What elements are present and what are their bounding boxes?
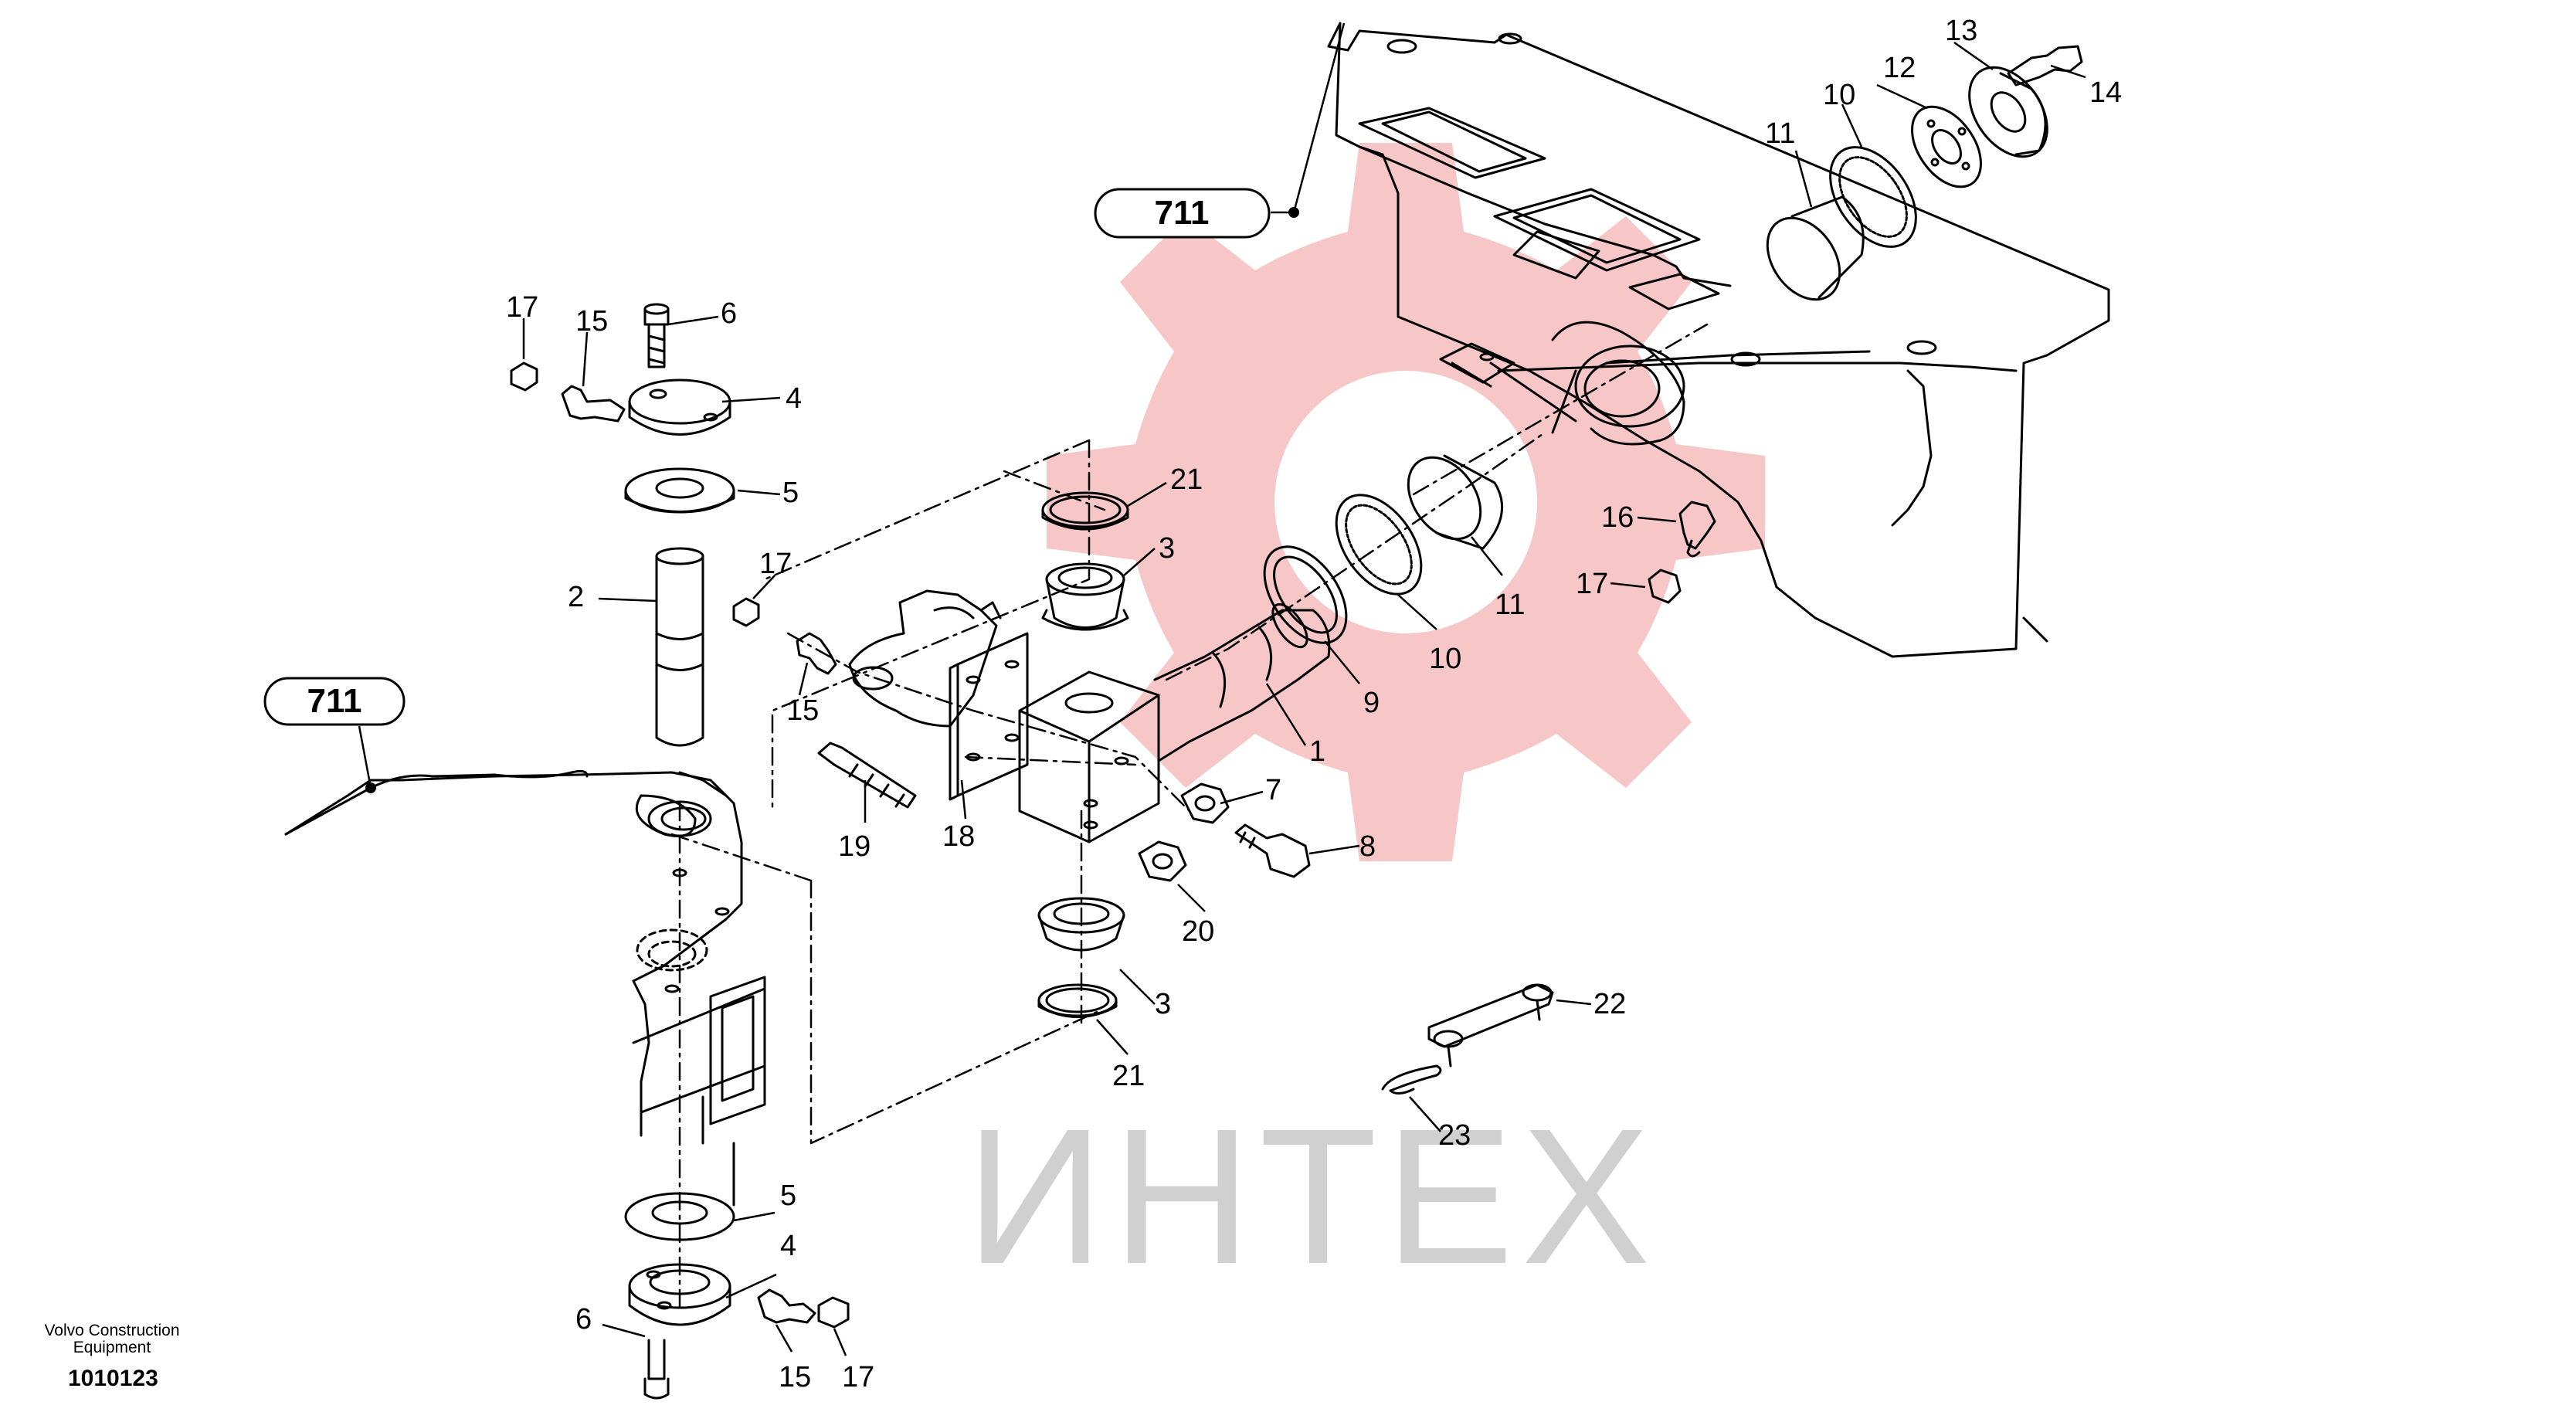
watermark-gear-icon bbox=[1047, 143, 1765, 861]
drawing-number: 1010123 bbox=[68, 1366, 158, 1391]
part-label-15-lower: 15 bbox=[779, 1361, 811, 1393]
part-label-19: 19 bbox=[838, 830, 871, 863]
part-19-bolt bbox=[817, 742, 917, 809]
part-8-bolt bbox=[1234, 823, 1311, 878]
part-label-7: 7 bbox=[1265, 774, 1281, 806]
reference-callout-711-upper[interactable]: 711 bbox=[1094, 188, 1271, 239]
part-label-21-lower: 21 bbox=[1112, 1060, 1145, 1092]
manufacturer-name: Volvo Construction Equipment bbox=[44, 1322, 180, 1356]
part-label-17-middle: 17 bbox=[759, 548, 792, 580]
part-label-6-lower: 6 bbox=[575, 1303, 592, 1336]
part-17-cap-middle bbox=[732, 597, 760, 627]
part-label-17-right: 17 bbox=[1576, 568, 1608, 600]
part-label-22: 22 bbox=[1593, 988, 1626, 1020]
part-label-17-upper-left: 17 bbox=[506, 291, 538, 324]
part-5-lower-washer bbox=[624, 1192, 735, 1241]
part-label-20: 20 bbox=[1182, 915, 1214, 948]
part-4-upper-cap bbox=[628, 378, 731, 436]
part-label-17-lower: 17 bbox=[842, 1361, 874, 1393]
part-label-13: 13 bbox=[1945, 15, 1977, 47]
part-label-15-upper: 15 bbox=[575, 305, 608, 338]
reference-callout-label: 711 bbox=[307, 682, 362, 720]
part-20-nut bbox=[1138, 840, 1187, 882]
part-label-11-upper: 11 bbox=[1765, 117, 1795, 150]
part-label-14: 14 bbox=[2089, 76, 2122, 109]
part-3-upper-bushing bbox=[1041, 562, 1129, 631]
part-label-15-middle: 15 bbox=[786, 694, 819, 727]
part-10-seal-upper bbox=[1829, 146, 1917, 248]
part-label-3-lower: 3 bbox=[1155, 988, 1171, 1020]
part-label-21-upper: 21 bbox=[1170, 463, 1203, 496]
part-9-ring bbox=[1263, 545, 1348, 644]
part-label-4-upper: 4 bbox=[786, 382, 802, 415]
part-4-lower-cap bbox=[628, 1263, 731, 1326]
part-16-fitting bbox=[1678, 501, 1716, 558]
part-21-upper-ring bbox=[1041, 491, 1129, 531]
part-17-cap-upper-left bbox=[510, 361, 538, 392]
frame-housing-upper bbox=[1327, 22, 2110, 658]
part-23-cotter-pin bbox=[1381, 1064, 1442, 1095]
part-6-bolt-upper bbox=[643, 303, 670, 368]
part-11-bushing-upper bbox=[1766, 195, 1865, 301]
part-3-lower-bushing bbox=[1037, 897, 1125, 952]
part-label-18: 18 bbox=[942, 820, 975, 853]
callout-dot-upper bbox=[1288, 207, 1299, 218]
part-label-23: 23 bbox=[1438, 1119, 1471, 1152]
part-21-lower-ring bbox=[1037, 983, 1118, 1018]
part-label-1: 1 bbox=[1309, 735, 1325, 768]
part-label-8: 8 bbox=[1359, 830, 1376, 863]
part-7-nut bbox=[1180, 782, 1230, 824]
part-label-3-upper: 3 bbox=[1159, 532, 1175, 565]
frame-lower-left bbox=[284, 769, 766, 1207]
reference-callout-label: 711 bbox=[1155, 194, 1210, 232]
part-label-4-lower: 4 bbox=[780, 1230, 796, 1262]
part-15-fitting-lower bbox=[757, 1288, 816, 1324]
part-15-fitting-upper-left bbox=[561, 385, 626, 423]
part-label-9: 9 bbox=[1363, 687, 1380, 719]
watermark-text: ИНТЕХ bbox=[966, 1088, 1658, 1304]
part-label-10-middle: 10 bbox=[1429, 643, 1461, 675]
callout-dot-lower bbox=[365, 782, 376, 793]
part-label-10-upper: 10 bbox=[1823, 79, 1855, 111]
part-12-shim bbox=[1911, 105, 1982, 188]
part-11-bushing-middle bbox=[1407, 454, 1504, 550]
part-label-11-middle: 11 bbox=[1495, 589, 1525, 621]
assembly-guide-lines bbox=[670, 323, 1709, 1315]
part-13-cover-plate bbox=[1968, 66, 2048, 158]
part-label-5-upper: 5 bbox=[782, 477, 799, 509]
part-2-pin bbox=[655, 547, 704, 747]
part-label-6-upper: 6 bbox=[721, 297, 737, 330]
part-labels: 1 2 3 3 4 4 5 5 6 6 7 8 9 10 10 11 11 12… bbox=[506, 15, 2122, 1393]
reference-callout-711-lower[interactable]: 711 bbox=[263, 677, 406, 726]
part-6-bolt-lower bbox=[643, 1339, 670, 1400]
part-15-fitting-middle bbox=[796, 632, 837, 675]
part-17-cap-lower bbox=[817, 1296, 850, 1329]
part-label-16: 16 bbox=[1601, 501, 1634, 534]
part-14-bolt bbox=[2007, 45, 2083, 87]
part-label-12: 12 bbox=[1883, 52, 1916, 84]
part-18-bracket bbox=[848, 589, 1029, 801]
part-label-2: 2 bbox=[568, 581, 584, 613]
part-label-5-lower: 5 bbox=[780, 1179, 796, 1212]
part-17-cap-right bbox=[1648, 569, 1682, 604]
leader-lines bbox=[285, 22, 2086, 1356]
part-22-plate bbox=[1427, 983, 1554, 1067]
part-10-seal-middle bbox=[1335, 494, 1423, 596]
part-5-upper-washer bbox=[624, 467, 735, 514]
